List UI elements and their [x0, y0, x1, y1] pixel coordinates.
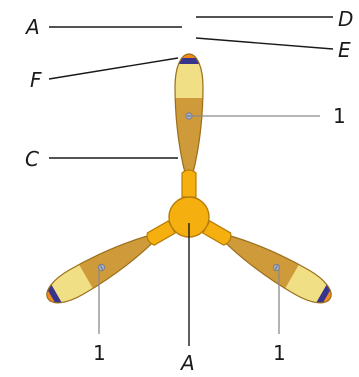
- label-f: F: [30, 68, 42, 92]
- blade-outline: [174, 53, 204, 189]
- blade-light-section: [175, 60, 203, 98]
- blade-outline: [213, 231, 332, 304]
- blade-root-stub: [202, 220, 232, 246]
- label-marker-top: 1: [333, 104, 346, 128]
- blade-orange-tip: [175, 54, 203, 58]
- blade-red-tip: [169, 47, 209, 54]
- label-hub-a: A: [179, 351, 195, 375]
- blade-top: [169, 47, 209, 198]
- blade-root-stub: [146, 220, 176, 246]
- leader-line-f: [48, 57, 179, 80]
- blade-blue-band: [175, 58, 203, 64]
- label-marker-left: 1: [93, 341, 106, 365]
- label-d: D: [338, 7, 353, 31]
- label-c: C: [25, 147, 39, 171]
- screw-marker-icon: [97, 263, 106, 272]
- label-top-a: A: [24, 15, 40, 39]
- blade-lower-right: [202, 219, 338, 311]
- blade-lower-left: [40, 219, 176, 311]
- leader-line-e: [195, 37, 334, 50]
- blade-root-stub: [181, 169, 197, 198]
- label-marker-right: 1: [273, 341, 286, 365]
- label-e: E: [338, 38, 351, 62]
- blade-outline: [46, 231, 165, 304]
